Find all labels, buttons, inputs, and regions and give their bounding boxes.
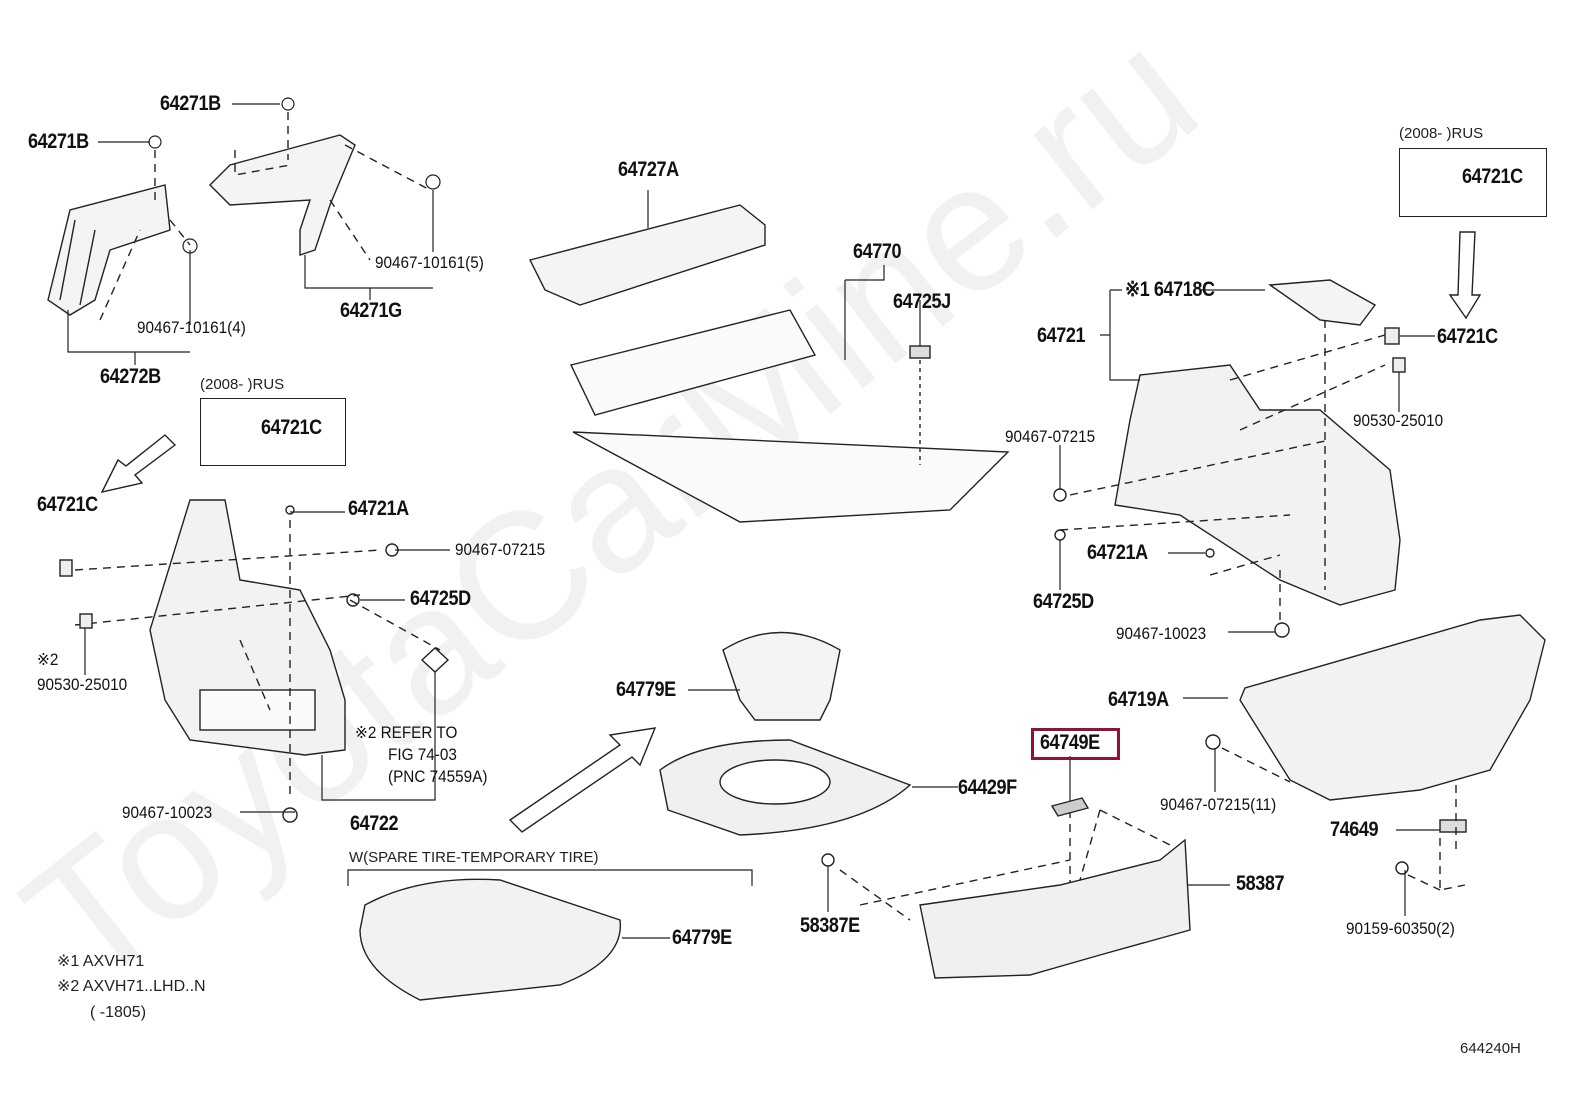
part-label-64429F[interactable]: 64429F — [958, 776, 1017, 799]
part-label-64271B[interactable]: 64271B — [28, 130, 89, 153]
variant-box-left: 64721C — [200, 398, 346, 466]
part-label-64718C[interactable]: ※1 64718C — [1125, 278, 1215, 301]
note-2: ※2 AXVH71..LHD..N — [57, 978, 206, 995]
variant-range-left: (2008- )RUS — [200, 376, 285, 393]
part-label-64725D[interactable]: 64725D — [410, 587, 471, 610]
part-64271G-drawing — [209, 134, 356, 256]
variant-box-right: 64721C — [1399, 148, 1547, 217]
part-label-90467-10023[interactable]: 90467-10023 — [1116, 624, 1207, 643]
part-label-64271B[interactable]: 64271B — [160, 92, 221, 115]
variant-range-right: (2008- )RUS — [1399, 125, 1484, 142]
part-label-64725D[interactable]: 64725D — [1033, 590, 1094, 613]
part-label-58387[interactable]: 58387 — [1236, 872, 1285, 895]
part-label-90530-25010[interactable]: 90530-25010 — [1353, 411, 1444, 430]
part-label-90467-07215[interactable]: 90467-07215 — [455, 540, 546, 559]
figure-id: 644240H — [1460, 1040, 1521, 1057]
note-mark-2: ※2 — [37, 650, 59, 669]
part-64719A-drawing — [1239, 614, 1546, 801]
refer-note-line-1: ※2 REFER TO — [355, 723, 458, 742]
part-label-64272B[interactable]: 64272B — [100, 365, 161, 388]
part-label-90467-10023[interactable]: 90467-10023 — [122, 803, 213, 822]
part-label-64770[interactable]: 64770 — [853, 240, 902, 263]
refer-note-line-3[interactable]: (PNC 74559A) — [388, 767, 488, 786]
part-label-64779E[interactable]: 64779E — [672, 926, 732, 949]
part-label-64721[interactable]: 64721 — [1037, 324, 1086, 347]
part-64272B-drawing — [47, 184, 171, 316]
part-label-90159-60350[interactable]: 90159-60350(2) — [1346, 919, 1455, 938]
part-label-90467-07215[interactable]: 90467-07215(11) — [1160, 795, 1277, 814]
part-label-90467-10161[interactable]: 90467-10161(4) — [137, 318, 246, 337]
part-label-64721A[interactable]: 64721A — [1087, 541, 1148, 564]
part-label-74649[interactable]: 74649 — [1330, 818, 1379, 841]
part-64721-drawing — [1114, 364, 1401, 606]
part-label-64722[interactable]: 64722 — [350, 812, 399, 835]
arrow-right — [1448, 231, 1482, 320]
arrow-center — [508, 727, 657, 833]
part-64779E-bottom-drawing — [359, 878, 622, 1001]
note-3: ( -1805) — [90, 1004, 147, 1021]
part-64770-drawing — [569, 309, 1010, 523]
part-64727A-drawing — [528, 204, 766, 306]
part-label-64721C[interactable]: 64721C — [37, 493, 98, 516]
part-label-64721C[interactable]: 64721C — [1462, 165, 1523, 188]
part-label-64271G[interactable]: 64271G — [340, 299, 402, 322]
part-label-90467-10161[interactable]: 90467-10161(5) — [375, 253, 484, 272]
part-64718C-drawing — [1268, 279, 1377, 326]
part-label-90467-07215[interactable]: 90467-07215 — [1005, 427, 1096, 446]
part-58387-drawing — [919, 838, 1191, 979]
part-label-64721C[interactable]: 64721C — [261, 416, 322, 439]
part-label-64719A[interactable]: 64719A — [1108, 688, 1169, 711]
selected-part-highlight — [1031, 728, 1120, 760]
part-label-64727A[interactable]: 64727A — [618, 158, 679, 181]
arrow-left — [100, 434, 177, 494]
spare-tire-group-label: W(SPARE TIRE-TEMPORARY TIRE) — [349, 849, 599, 866]
part-label-64721C[interactable]: 64721C — [1437, 325, 1498, 348]
part-label-64721A[interactable]: 64721A — [348, 497, 409, 520]
note-1: ※1 AXVH71 — [57, 953, 145, 970]
part-label-90530-25010[interactable]: 90530-25010 — [37, 675, 128, 694]
part-label-64725J[interactable]: 64725J — [893, 290, 951, 313]
part-label-58387E[interactable]: 58387E — [800, 914, 860, 937]
part-64779E-top-drawing — [722, 631, 841, 721]
refer-note-line-2: FIG 74-03 — [388, 745, 457, 764]
part-label-64779E[interactable]: 64779E — [616, 678, 676, 701]
part-label-64749E[interactable]: 64749E — [1040, 731, 1100, 754]
